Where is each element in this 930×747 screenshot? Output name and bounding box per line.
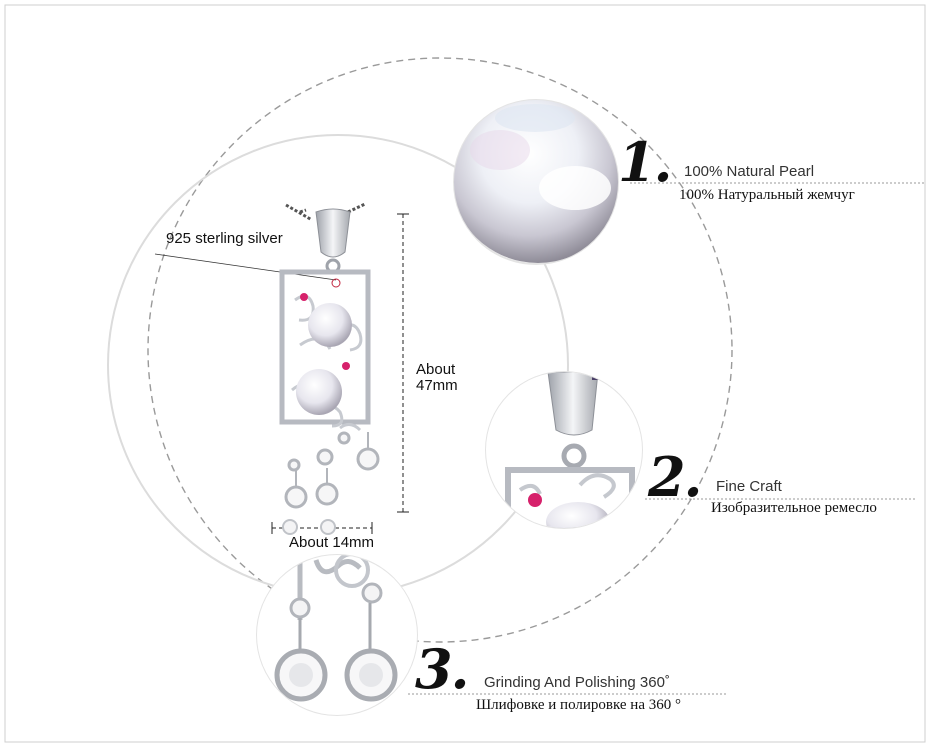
feature-1-title-ru: 100% Натуральный жемчуг <box>679 187 855 203</box>
feature-underlines <box>408 182 925 695</box>
outer-frame <box>4 4 926 743</box>
feature-1-title-en: 100% Natural Pearl <box>684 163 815 180</box>
height-dimension-line <box>397 213 409 513</box>
zoom-circle-pearl <box>453 99 619 265</box>
material-leader-line <box>154 253 341 288</box>
width-label: About 14mm <box>289 534 375 551</box>
feature-1-number: 1. <box>618 130 672 194</box>
height-label-line2: 47mm <box>416 377 458 394</box>
feature-3-title-en: Grinding And Polishing 360˚ <box>484 674 670 691</box>
material-label: 925 sterling silver <box>166 230 283 247</box>
feature-2-title-en: Fine Craft <box>716 478 782 495</box>
zoom-circle-polish <box>256 554 418 716</box>
zoom-circle-craft <box>485 371 643 529</box>
feature-2-number: 2. <box>648 445 702 509</box>
pendant-illustration <box>279 202 380 535</box>
outer-dashed-ring <box>147 57 733 643</box>
feature-3-number: 3. <box>415 637 469 701</box>
height-label-line1: About <box>416 361 456 378</box>
feature-2-title-ru: Изобразительное ремесло <box>711 500 877 516</box>
feature-3-title-ru: Шлифовке и полировке на 360 ° <box>476 697 681 713</box>
